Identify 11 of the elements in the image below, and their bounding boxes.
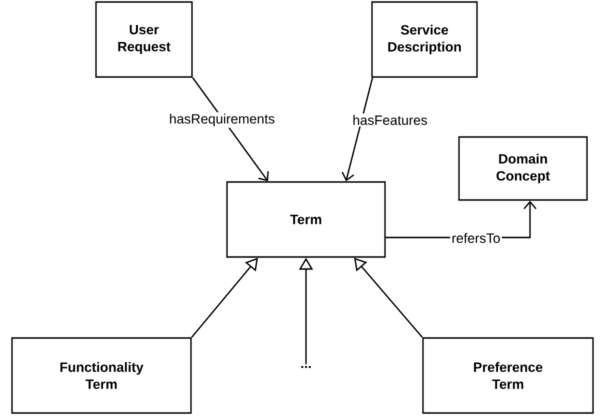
class-box: Service Description: [371, 1, 478, 78]
ellipsis-text: ...: [301, 366, 311, 368]
edge-label: hasFeatures: [350, 114, 430, 126]
class-box: User Request: [95, 1, 193, 78]
class-box: Preference Term: [422, 337, 594, 414]
edge-label: refersTo: [450, 232, 502, 244]
class-box: Term: [226, 181, 386, 258]
class-box: Functionality Term: [11, 337, 192, 414]
arrow: [342, 78, 374, 182]
edge-label: hasRequirements: [168, 112, 276, 128]
class-box: Domain Concept: [458, 136, 588, 201]
